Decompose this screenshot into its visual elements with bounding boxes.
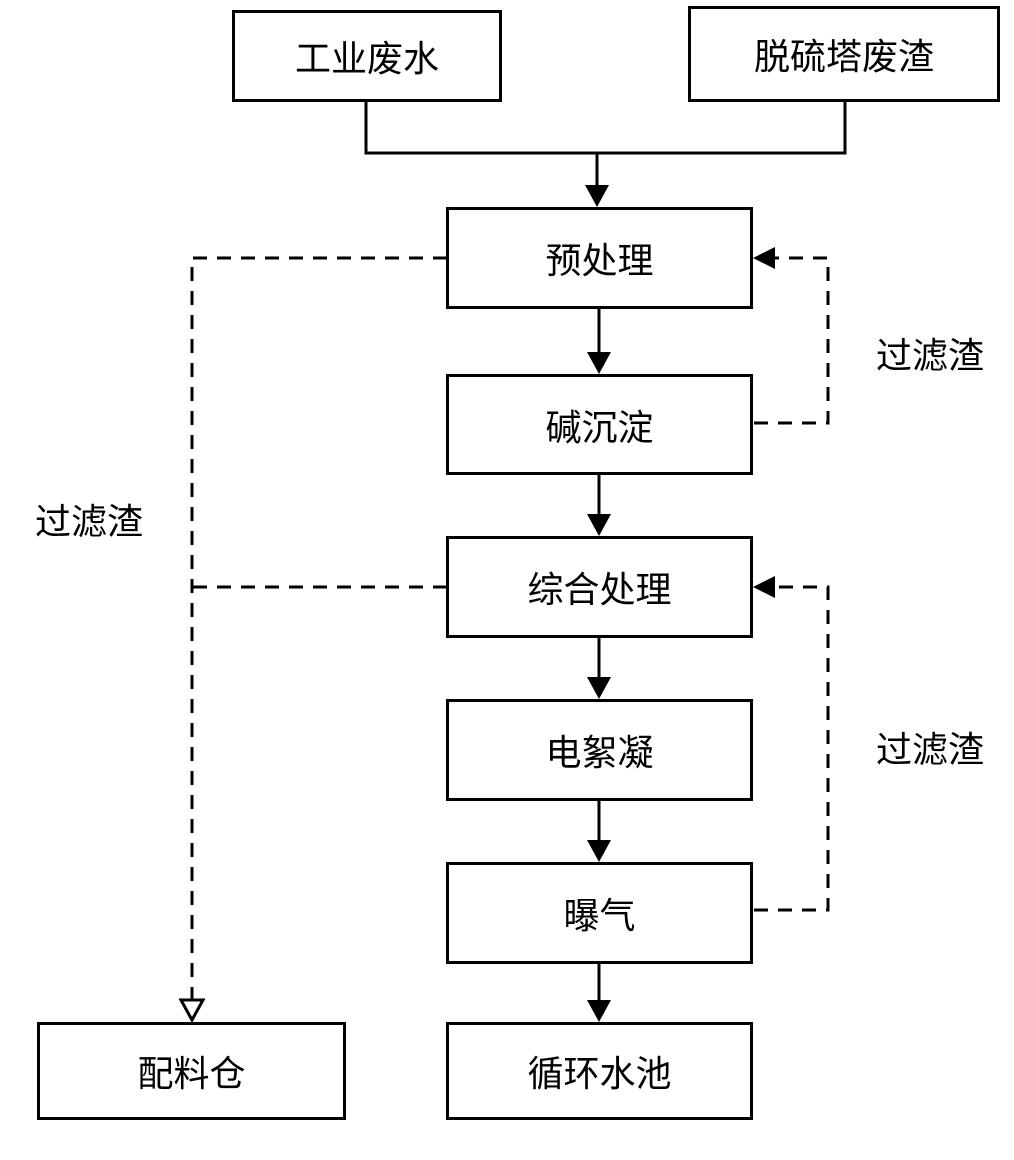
node-label: 曝气 (563, 896, 636, 937)
node-batching-bin: 配料仓 (37, 1022, 346, 1120)
node-label: 电絮凝 (545, 733, 654, 774)
dashed-aeration-feedback (754, 585, 830, 912)
label-filter-residue-right-top: 过滤渣 (876, 336, 985, 377)
arrowhead-feedback-comp (753, 576, 775, 598)
flow-wastewater-line (364, 100, 597, 155)
node-electroflocculation: 电絮凝 (446, 699, 753, 801)
arrowhead-pool (587, 1000, 611, 1022)
node-pretreatment: 预处理 (446, 207, 753, 309)
arrowhead-electro (587, 677, 611, 699)
node-alkali-precipitation: 碱沉淀 (446, 374, 753, 475)
node-desulfurization-slag: 脱硫塔废渣 (688, 6, 1000, 102)
node-circulating-pool: 循环水池 (446, 1022, 753, 1120)
dashed-alkali-feedback (754, 256, 830, 425)
node-label: 脱硫塔废渣 (753, 37, 934, 78)
arrowhead-alkali (587, 352, 611, 374)
flow-slag-line (597, 100, 847, 155)
node-industrial-wastewater: 工业废水 (232, 10, 502, 102)
node-label: 综合处理 (527, 570, 672, 611)
node-aeration: 曝气 (446, 862, 753, 964)
node-label: 工业废水 (294, 39, 439, 80)
arrowhead-bin (178, 998, 206, 1024)
arrowhead-comp (587, 514, 611, 536)
node-label: 碱沉淀 (545, 407, 654, 449)
node-comprehensive-treatment: 综合处理 (446, 536, 753, 638)
label-filter-residue-left: 过滤渣 (35, 502, 144, 543)
node-label: 预处理 (545, 241, 654, 282)
node-label: 循环水池 (527, 1054, 672, 1095)
label-filter-residue-right-bottom: 过滤渣 (876, 730, 985, 771)
arrowhead-aeration (587, 840, 611, 862)
arrowhead-feedback-pre (753, 247, 775, 269)
node-label: 配料仓 (137, 1054, 246, 1095)
dashed-pre-to-bin (190, 256, 447, 1000)
arrowhead-pretreatment (585, 185, 609, 207)
